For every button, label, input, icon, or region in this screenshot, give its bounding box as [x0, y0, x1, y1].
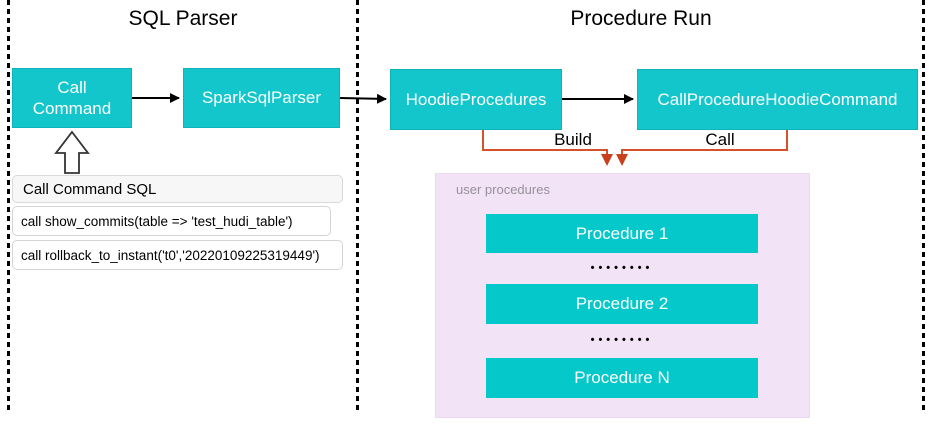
- sql-statement-row: call rollback_to_instant('t0','202201092…: [12, 240, 343, 270]
- divider-left-dashed-line: [7, 0, 10, 413]
- section-title-procedure-run: Procedure Run: [570, 7, 712, 30]
- divider-middle-dashed-line: [356, 0, 359, 413]
- node-call-procedure-hoodie-command: CallProcedureHoodieCommand: [637, 69, 918, 130]
- call-command-sql-panel: Call Command SQL call show_commits(table…: [12, 175, 344, 274]
- node-procedure-1: Procedure 1: [486, 214, 758, 253]
- node-procedure-n: Procedure N: [486, 358, 758, 398]
- sql-statement-row: call show_commits(table => 'test_hudi_ta…: [12, 206, 331, 236]
- hollow-up-arrow: [54, 130, 90, 174]
- user-procedures-container: user procedures Procedure 1 •••••••• Pro…: [435, 173, 810, 418]
- node-call-command: Call Command: [12, 68, 132, 128]
- ellipsis-dots: ••••••••: [590, 262, 654, 274]
- ellipsis-dots: ••••••••: [590, 334, 654, 346]
- node-spark-sql-parser: SparkSqlParser: [183, 68, 340, 128]
- user-procedures-label: user procedures: [456, 182, 550, 197]
- sql-panel-header: Call Command SQL: [12, 175, 343, 203]
- edge-label-call: Call: [705, 130, 735, 149]
- edge-label-build: Build: [554, 130, 592, 149]
- section-title-sql-parser: SQL Parser: [128, 7, 238, 30]
- arrow-sparksqlparser-to-hoodieprocedures: [339, 93, 387, 104]
- divider-right-dashed-line: [922, 0, 925, 413]
- node-hoodie-procedures: HoodieProcedures: [390, 69, 562, 130]
- node-procedure-2: Procedure 2: [486, 284, 758, 324]
